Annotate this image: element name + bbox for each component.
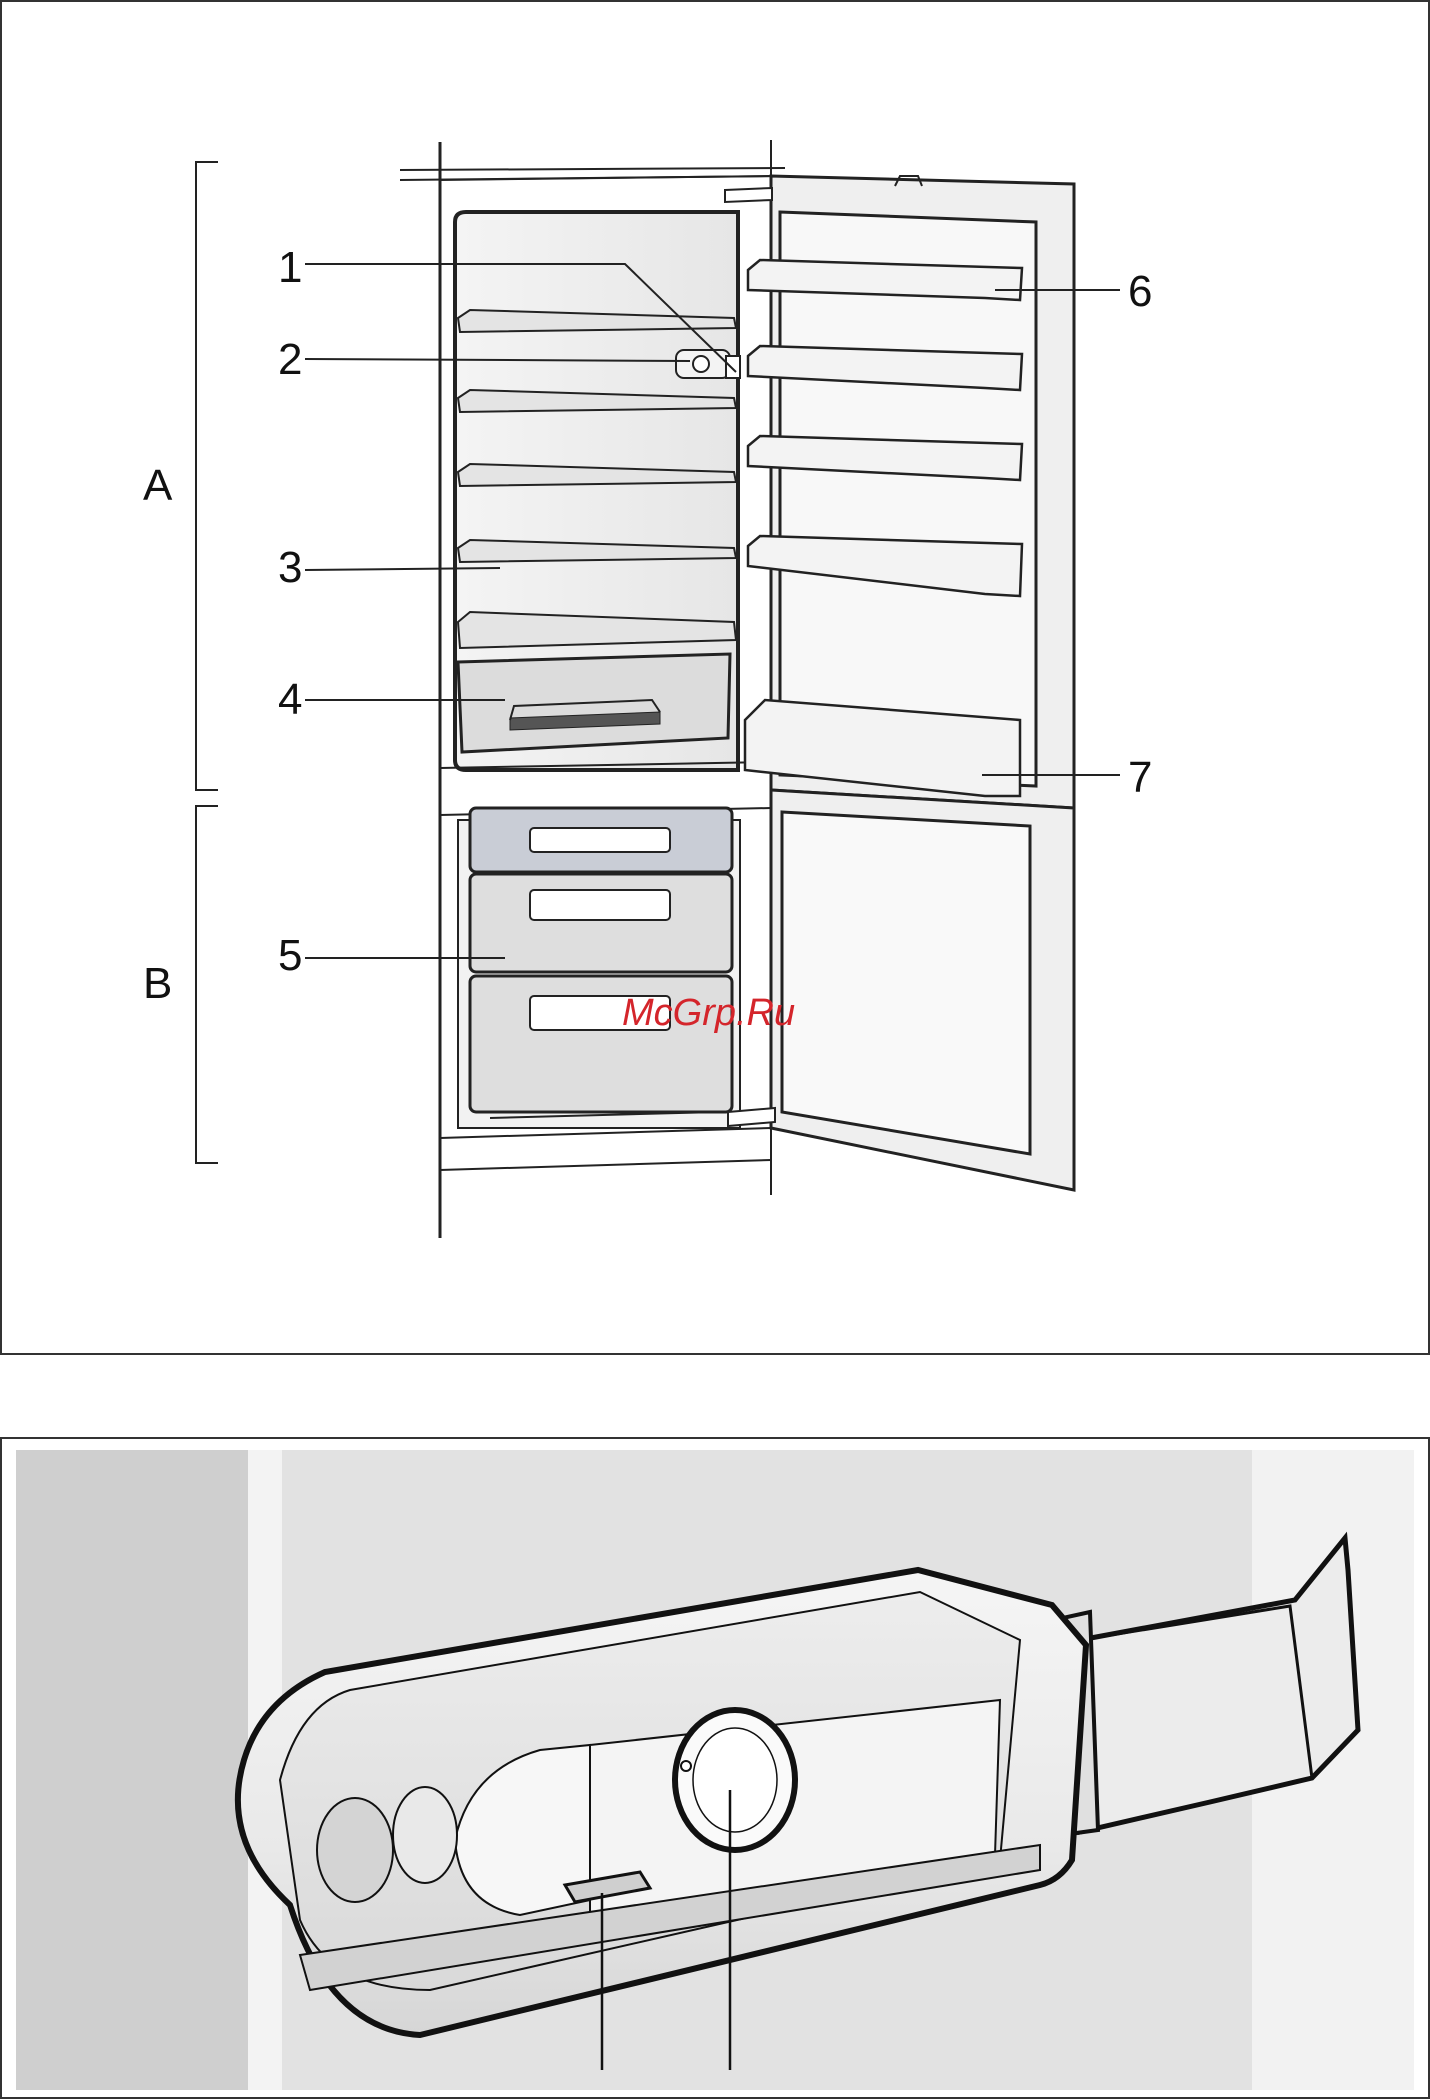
fridge-figure: 1 2 3 4 5 6 7 A B McGrp.Ru: [1, 1, 1429, 1354]
freezer-drawers: [470, 808, 732, 1118]
label-part-1: 1: [278, 243, 302, 292]
label-part-6: 6: [1128, 267, 1152, 316]
label-part-7: 7: [1128, 753, 1152, 802]
label-part-3: 3: [278, 543, 302, 592]
label-part-2: 2: [278, 335, 302, 384]
light-detail-figure: [1, 1438, 1429, 2098]
freezer-door: [728, 790, 1074, 1190]
watermark: McGrp.Ru: [622, 992, 795, 1034]
label-zone-a: A: [143, 461, 173, 510]
crisper-drawer: [458, 654, 730, 752]
label-part-5: 5: [278, 931, 302, 980]
label-part-4: 4: [278, 675, 302, 724]
label-zone-b: B: [143, 959, 172, 1008]
